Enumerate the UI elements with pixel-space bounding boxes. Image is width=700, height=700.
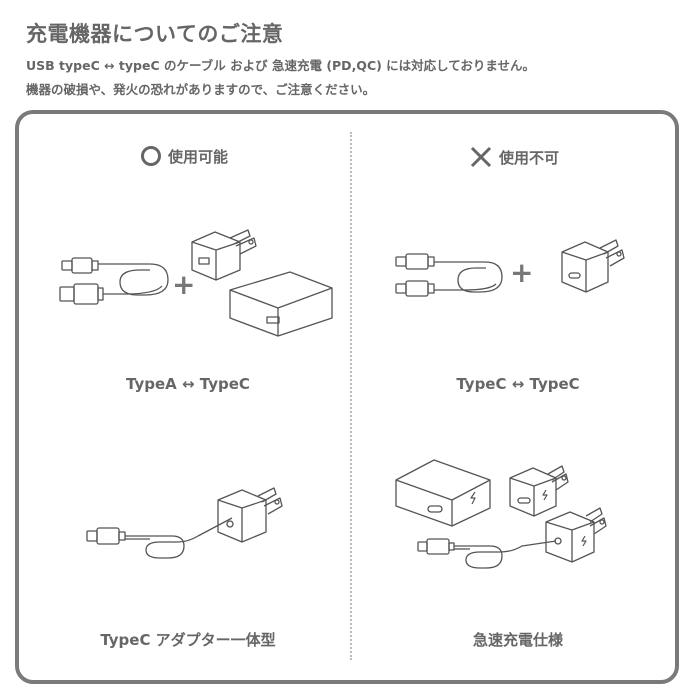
typec-typec-cable-illustration xyxy=(395,239,625,297)
adapter-integrated-cable-illustration xyxy=(86,487,283,559)
plus-sign: + xyxy=(510,256,534,289)
adapter-integrated-label: TypeC アダプター一体型 xyxy=(100,631,276,649)
info-panel xyxy=(15,110,679,684)
usable-heading: 使用可能 xyxy=(140,145,228,167)
fast-charging-illustration xyxy=(395,459,607,569)
typec-typec-label: TypeC ↔ TypeC xyxy=(456,375,580,393)
column-divider xyxy=(350,132,352,660)
typea-typec-cable-illustration xyxy=(59,229,333,337)
circle-icon xyxy=(141,146,161,166)
page-title: 充電機器についてのご注意 xyxy=(26,22,284,46)
cross-icon xyxy=(470,146,492,168)
notice-line-1: USB typeC ↔ typeC のケーブル および 急速充電 (PD,QC)… xyxy=(26,58,536,73)
typea-typec-label: TypeA ↔ TypeC xyxy=(126,375,250,393)
plus-sign: + xyxy=(172,268,196,301)
unusable-heading-label: 使用不可 xyxy=(499,148,560,167)
notice-line-2: 機器の破損や、発火の恐れがありますので、ご注意ください。 xyxy=(26,82,376,97)
usable-heading-label: 使用可能 xyxy=(168,147,229,166)
unusable-heading: 使用不可 xyxy=(469,145,559,169)
fast-charging-label: 急速充電仕様 xyxy=(472,631,563,649)
